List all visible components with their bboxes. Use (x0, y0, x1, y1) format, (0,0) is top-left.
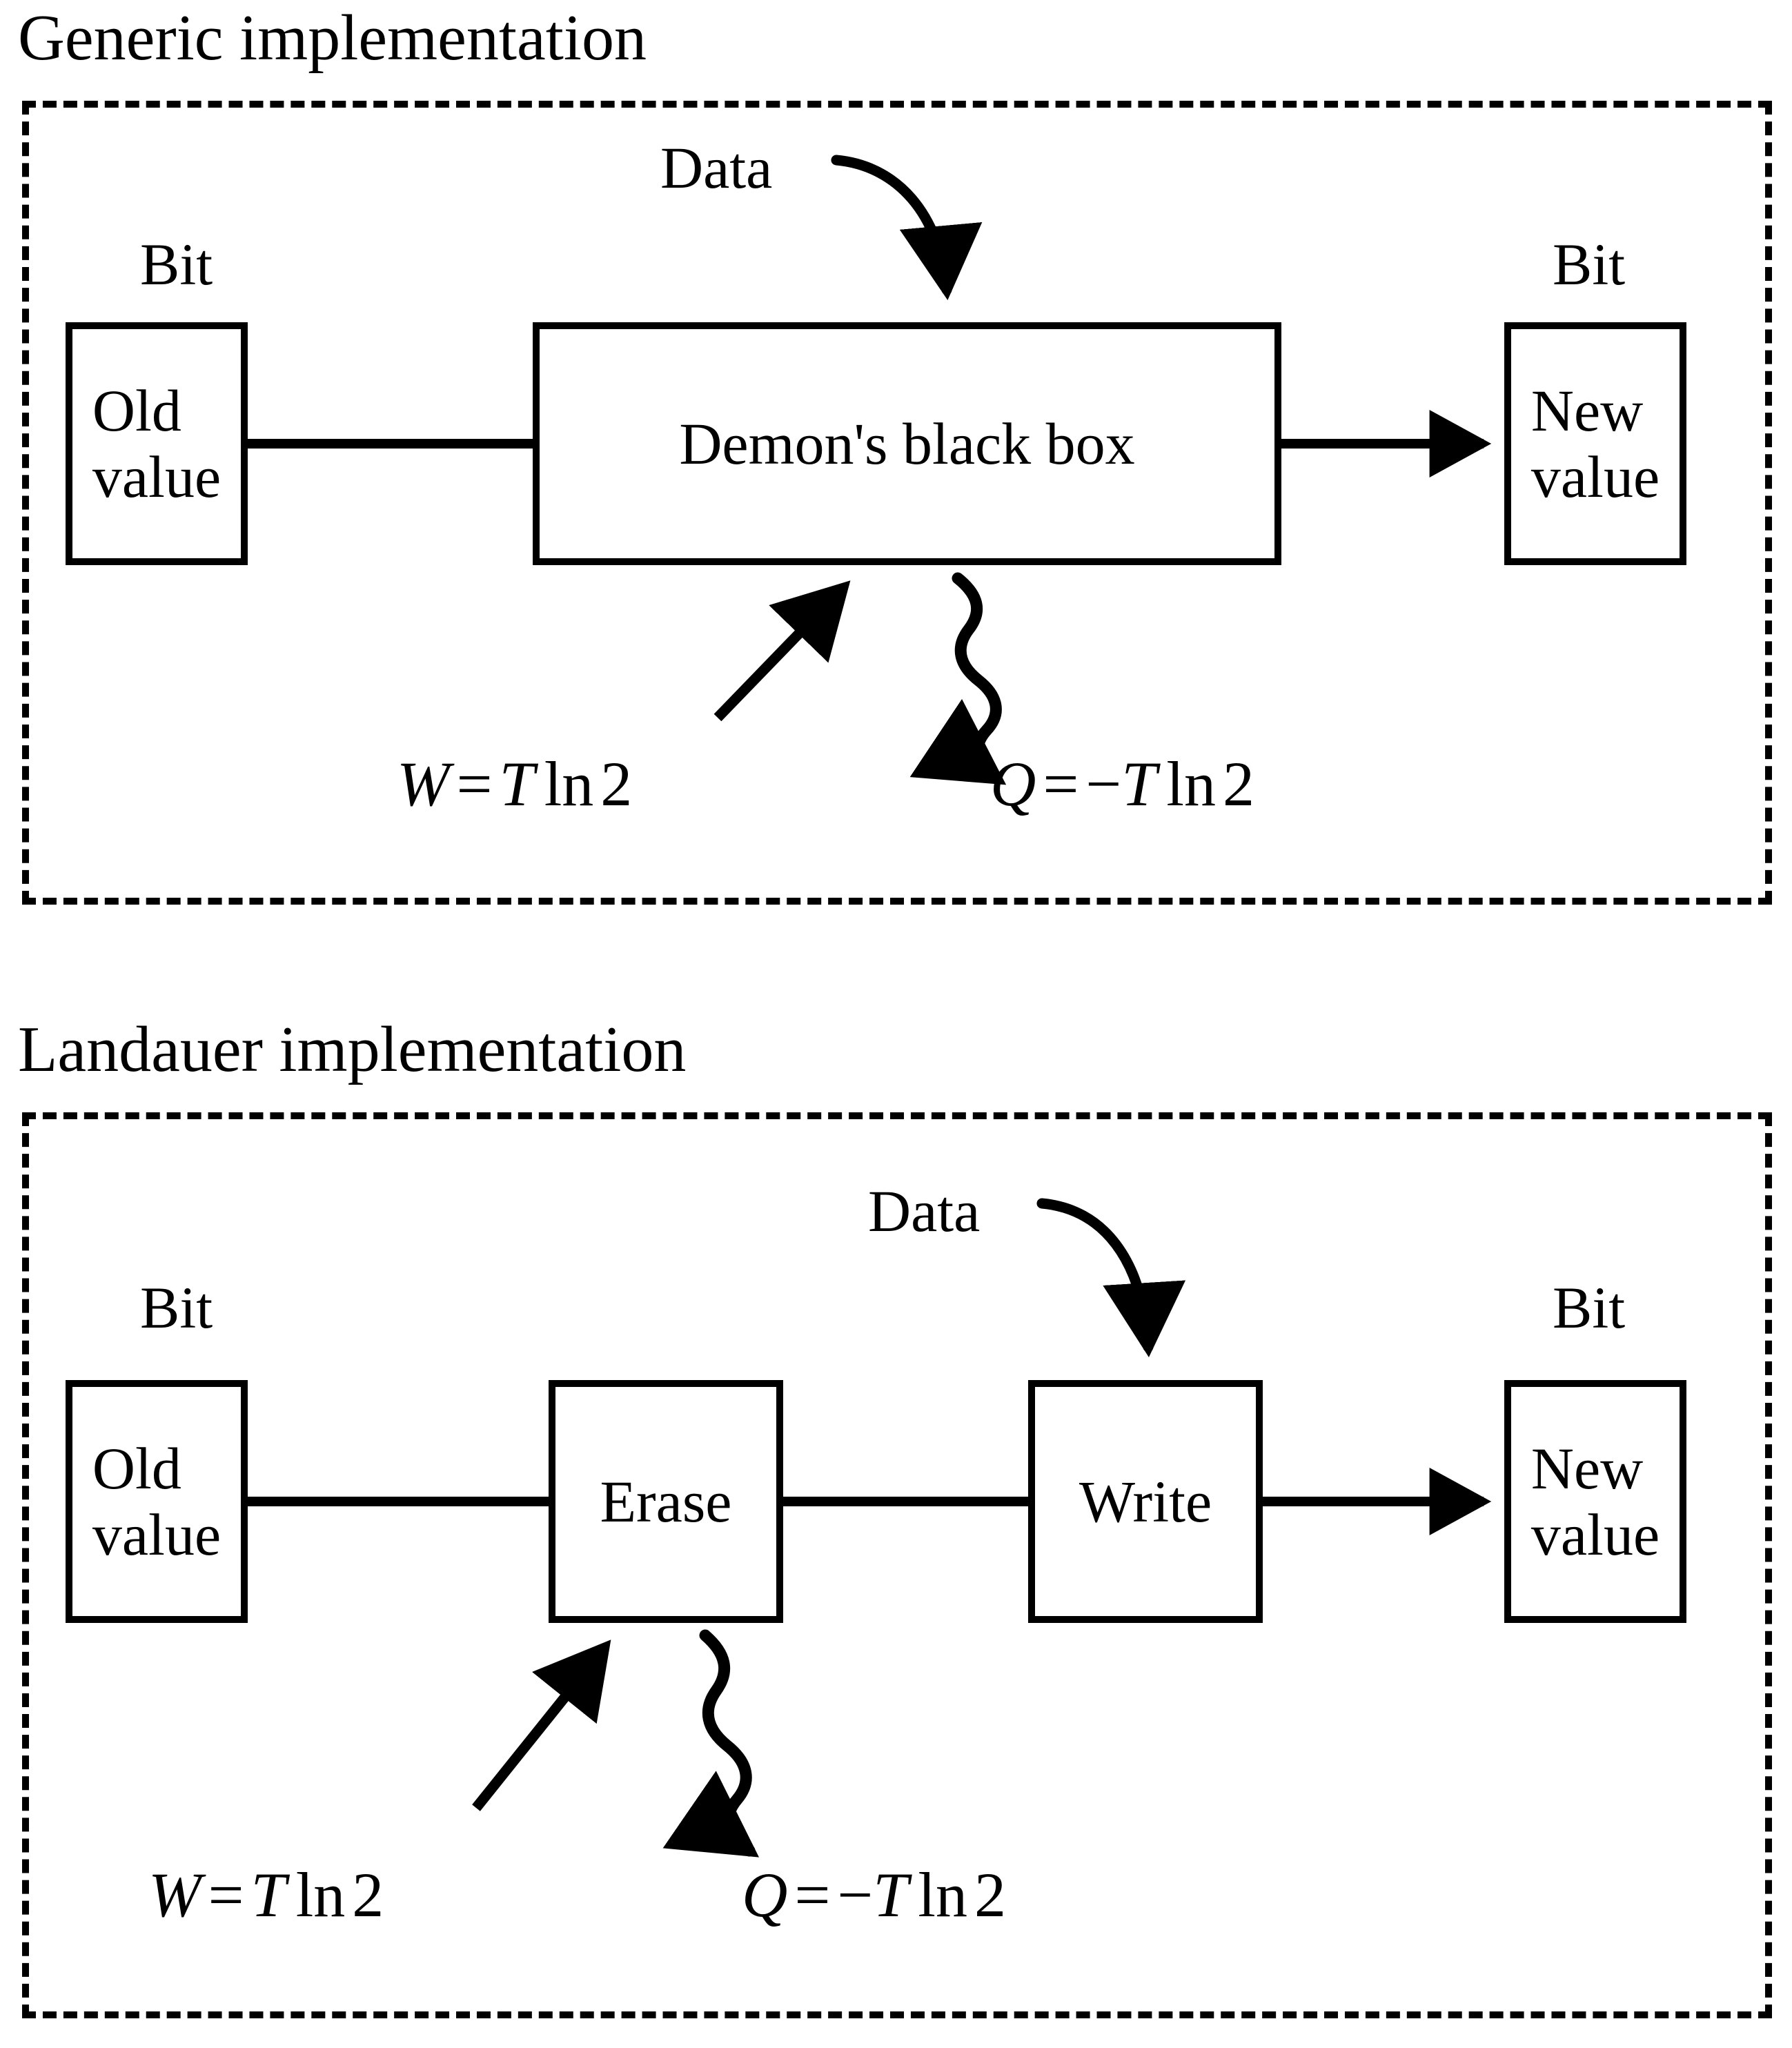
work-arg-generic: 2 (600, 749, 633, 819)
heat-symbol-generic: Q (990, 749, 1036, 819)
write-box[interactable]: Write (1028, 1380, 1263, 1623)
demons-black-box[interactable]: Demon's black box (533, 322, 1281, 565)
old-value-line2-generic: value (92, 444, 221, 510)
data-label-landauer: Data (868, 1178, 981, 1244)
heat-temp-generic: T (1121, 749, 1157, 819)
demons-black-box-label: Demon's black box (679, 410, 1135, 477)
bit-caption-input-landauer: Bit (140, 1274, 213, 1341)
new-value-line1-generic: New (1530, 377, 1644, 444)
work-symbol-landauer: W (148, 1860, 201, 1930)
bit-caption-input-generic: Bit (140, 231, 213, 297)
data-label-generic: Data (660, 135, 773, 201)
erase-box-label: Erase (600, 1468, 732, 1535)
heat-equals-landauer: = (794, 1860, 831, 1930)
heat-arg-generic: 2 (1222, 749, 1254, 819)
work-equals-landauer: = (208, 1860, 244, 1930)
erase-box[interactable]: Erase (549, 1380, 783, 1623)
panel-frame-landauer (22, 1112, 1772, 2018)
old-value-line1-generic: Old (92, 377, 181, 444)
heat-temp-landauer: T (873, 1860, 909, 1930)
new-value-line2-generic: value (1530, 444, 1660, 510)
work-temp-landauer: T (250, 1860, 286, 1930)
heat-sign-generic: − (1085, 749, 1122, 819)
new-value-line1-landauer: New (1530, 1435, 1644, 1501)
work-log-landauer: ln (295, 1860, 346, 1930)
panel-title-generic: Generic implementation (18, 2, 647, 74)
work-temp-generic: T (499, 749, 535, 819)
heat-sign-landauer: − (837, 1860, 874, 1930)
panel-frame-generic (22, 101, 1772, 905)
old-value-line1-landauer: Old (92, 1435, 181, 1501)
heat-log-landauer: ln (918, 1860, 967, 1930)
heat-log-generic: ln (1166, 749, 1216, 819)
new-value-line2-landauer: value (1530, 1501, 1660, 1568)
bit-caption-output-landauer: Bit (1553, 1274, 1626, 1341)
work-log-generic: ln (544, 749, 594, 819)
panel-title-landauer: Landauer implementation (18, 1014, 687, 1085)
heat-symbol-landauer: Q (742, 1860, 788, 1930)
heat-equals-generic: = (1043, 749, 1079, 819)
work-equals-generic: = (456, 749, 493, 819)
write-box-label: Write (1079, 1468, 1212, 1535)
work-arg-landauer: 2 (352, 1860, 384, 1930)
old-value-line2-landauer: value (92, 1501, 221, 1568)
bit-caption-output-generic: Bit (1553, 231, 1626, 297)
heat-arg-landauer: 2 (974, 1860, 1006, 1930)
work-symbol-generic: W (397, 749, 450, 819)
